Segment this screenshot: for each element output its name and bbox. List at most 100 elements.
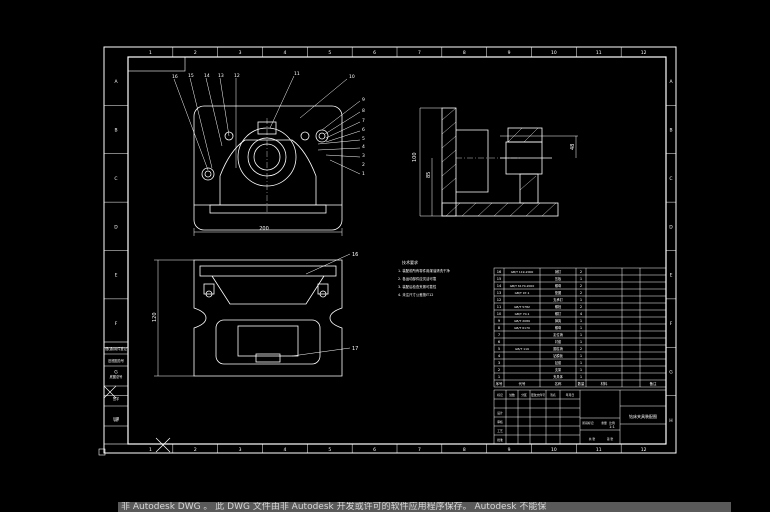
front-view-callout: 11: [294, 71, 300, 77]
top-column-label: 11: [596, 50, 602, 56]
top-column-label: 2: [194, 50, 197, 56]
top-column-label: 4: [283, 50, 286, 56]
front-view-callout: 7: [362, 118, 365, 124]
left-registration-strip: [103, 341, 129, 445]
tech-requirements-title: 技术要求: [402, 259, 418, 265]
bottom-column-label: 1: [149, 447, 152, 453]
right-row-label: C: [669, 176, 672, 182]
non-autodesk-dwg-warning: 非 Autodesk DWG 。 此 DWG 文件由非 Autodesk 开发或…: [118, 502, 731, 512]
bom-cell-name: 支承钉: [553, 297, 563, 302]
bom-cell-no: 9: [498, 319, 501, 323]
left-row-label: E: [115, 273, 118, 279]
side-view-dim-1: 100: [412, 152, 418, 162]
title-block-label: 比例: [609, 421, 615, 425]
bom-cell-code: GB/T 6170-2000: [510, 284, 535, 288]
top-column-label: 7: [418, 50, 421, 56]
bom-cell-no: 12: [497, 298, 502, 302]
top-column-label: 1: [149, 50, 152, 56]
left-row-label: F: [115, 321, 118, 327]
front-view-callout: 8: [362, 108, 365, 114]
front-view-callout: 12: [234, 73, 240, 79]
top-view-callout-16: 16: [352, 252, 358, 258]
top-view[interactable]: [154, 259, 343, 377]
bom-cell-name: 螺母: [555, 325, 561, 330]
left-row-label: G: [114, 369, 118, 375]
bottom-column-label: 10: [551, 447, 557, 453]
bom-cell-code: GB/T 2089: [514, 319, 530, 323]
title-block-label: 第 张: [607, 437, 614, 441]
bom-cell-name: 螺母: [555, 283, 561, 288]
front-view-callout: 5: [362, 136, 365, 142]
bom-cell-qty: 1: [580, 375, 582, 379]
left-strip-label: 借(通)用件登记: [105, 346, 127, 351]
bottom-column-label: 4: [283, 447, 286, 453]
bom-cell-code: GB/T 70.1: [515, 312, 530, 316]
bom-cell-no: 1: [498, 375, 500, 379]
bottom-column-label: 3: [239, 447, 242, 453]
right-row-label: A: [669, 79, 673, 85]
bom-cell-no: 5: [498, 347, 500, 351]
bom-cell-no: 11: [497, 305, 502, 309]
bom-cell-no: 4: [498, 354, 501, 358]
right-row-label: G: [669, 369, 673, 375]
bom-cell-name: 支架: [555, 367, 562, 372]
tech-requirement-line: 3. 装配后检查夹紧可靠性: [398, 284, 437, 289]
left-strip-label: 底图总号: [110, 374, 123, 379]
bom-cell-qty: 2: [580, 270, 582, 274]
bottom-column-label: 6: [373, 447, 376, 453]
bom-cell-qty: 1: [580, 361, 582, 365]
top-column-label: 9: [508, 50, 511, 56]
bom-cell-qty: 2: [580, 305, 582, 309]
left-strip-label: 日期: [113, 416, 119, 421]
front-view-leaders: [173, 75, 361, 175]
bottom-column-label: 9: [508, 447, 511, 453]
bottom-column-label: 5: [328, 447, 331, 453]
front-view-callout: 3: [362, 153, 365, 159]
bom-cell-name: 弹簧: [555, 318, 562, 323]
front-view-callout: 6: [362, 127, 365, 133]
bom-cell-qty: 1: [580, 277, 582, 281]
bom-cell-name: 压板: [555, 276, 562, 281]
front-view-callout: 1: [362, 171, 365, 177]
title-block[interactable]: 钻床夹具装配图1:1标记处数分区更改文件号签名年月日设计审核工艺批准阶段标记重量…: [493, 389, 667, 445]
tech-requirement-line: 2. 各运动部件应灵活可靠: [398, 276, 437, 281]
top-view-leaders: [291, 253, 351, 357]
title-block-label: 年月日: [566, 393, 575, 397]
bom-cell-qty: 1: [580, 354, 582, 358]
bom-cell-qty: 1: [580, 326, 582, 330]
bom-cell-no: 8: [498, 326, 501, 330]
bom-header-code: 代号: [519, 381, 526, 386]
front-view-callout: 15: [188, 73, 194, 79]
bom-cell-no: 7: [498, 333, 500, 337]
top-column-label: 5: [328, 50, 331, 56]
front-view-callout: 14: [204, 73, 210, 79]
side-section-view[interactable]: [419, 107, 578, 217]
title-block-label: 共 张: [589, 437, 596, 441]
front-view[interactable]: [193, 105, 343, 236]
title-block-label: 工艺: [497, 429, 503, 433]
left-row-label: D: [114, 224, 118, 230]
bom-cell-qty: 4: [580, 312, 583, 316]
bom-cell-name: 钻套: [555, 360, 562, 365]
drawing-title: 钻床夹具装配图: [629, 413, 657, 419]
side-view-hatching: [441, 107, 557, 217]
title-block-label: 处数: [509, 393, 515, 397]
front-view-callout: 4: [362, 144, 365, 150]
bom-header-material: 材料: [601, 381, 608, 386]
front-view-callout: 13: [218, 73, 224, 79]
top-column-label: 6: [373, 50, 376, 56]
bom-cell-qty: 1: [580, 333, 582, 337]
bom-cell-name: 夹具体: [553, 374, 563, 379]
front-view-callout: 16: [172, 74, 178, 80]
title-block-label: 阶段标记: [582, 421, 593, 425]
bom-cell-name: 定位销: [553, 332, 563, 337]
bom-cell-qty: 1: [580, 298, 582, 302]
side-view-dim-3: 48: [570, 144, 576, 150]
bom-cell-no: 3: [498, 361, 500, 365]
bom-cell-code: GB/T 6170: [514, 326, 530, 330]
